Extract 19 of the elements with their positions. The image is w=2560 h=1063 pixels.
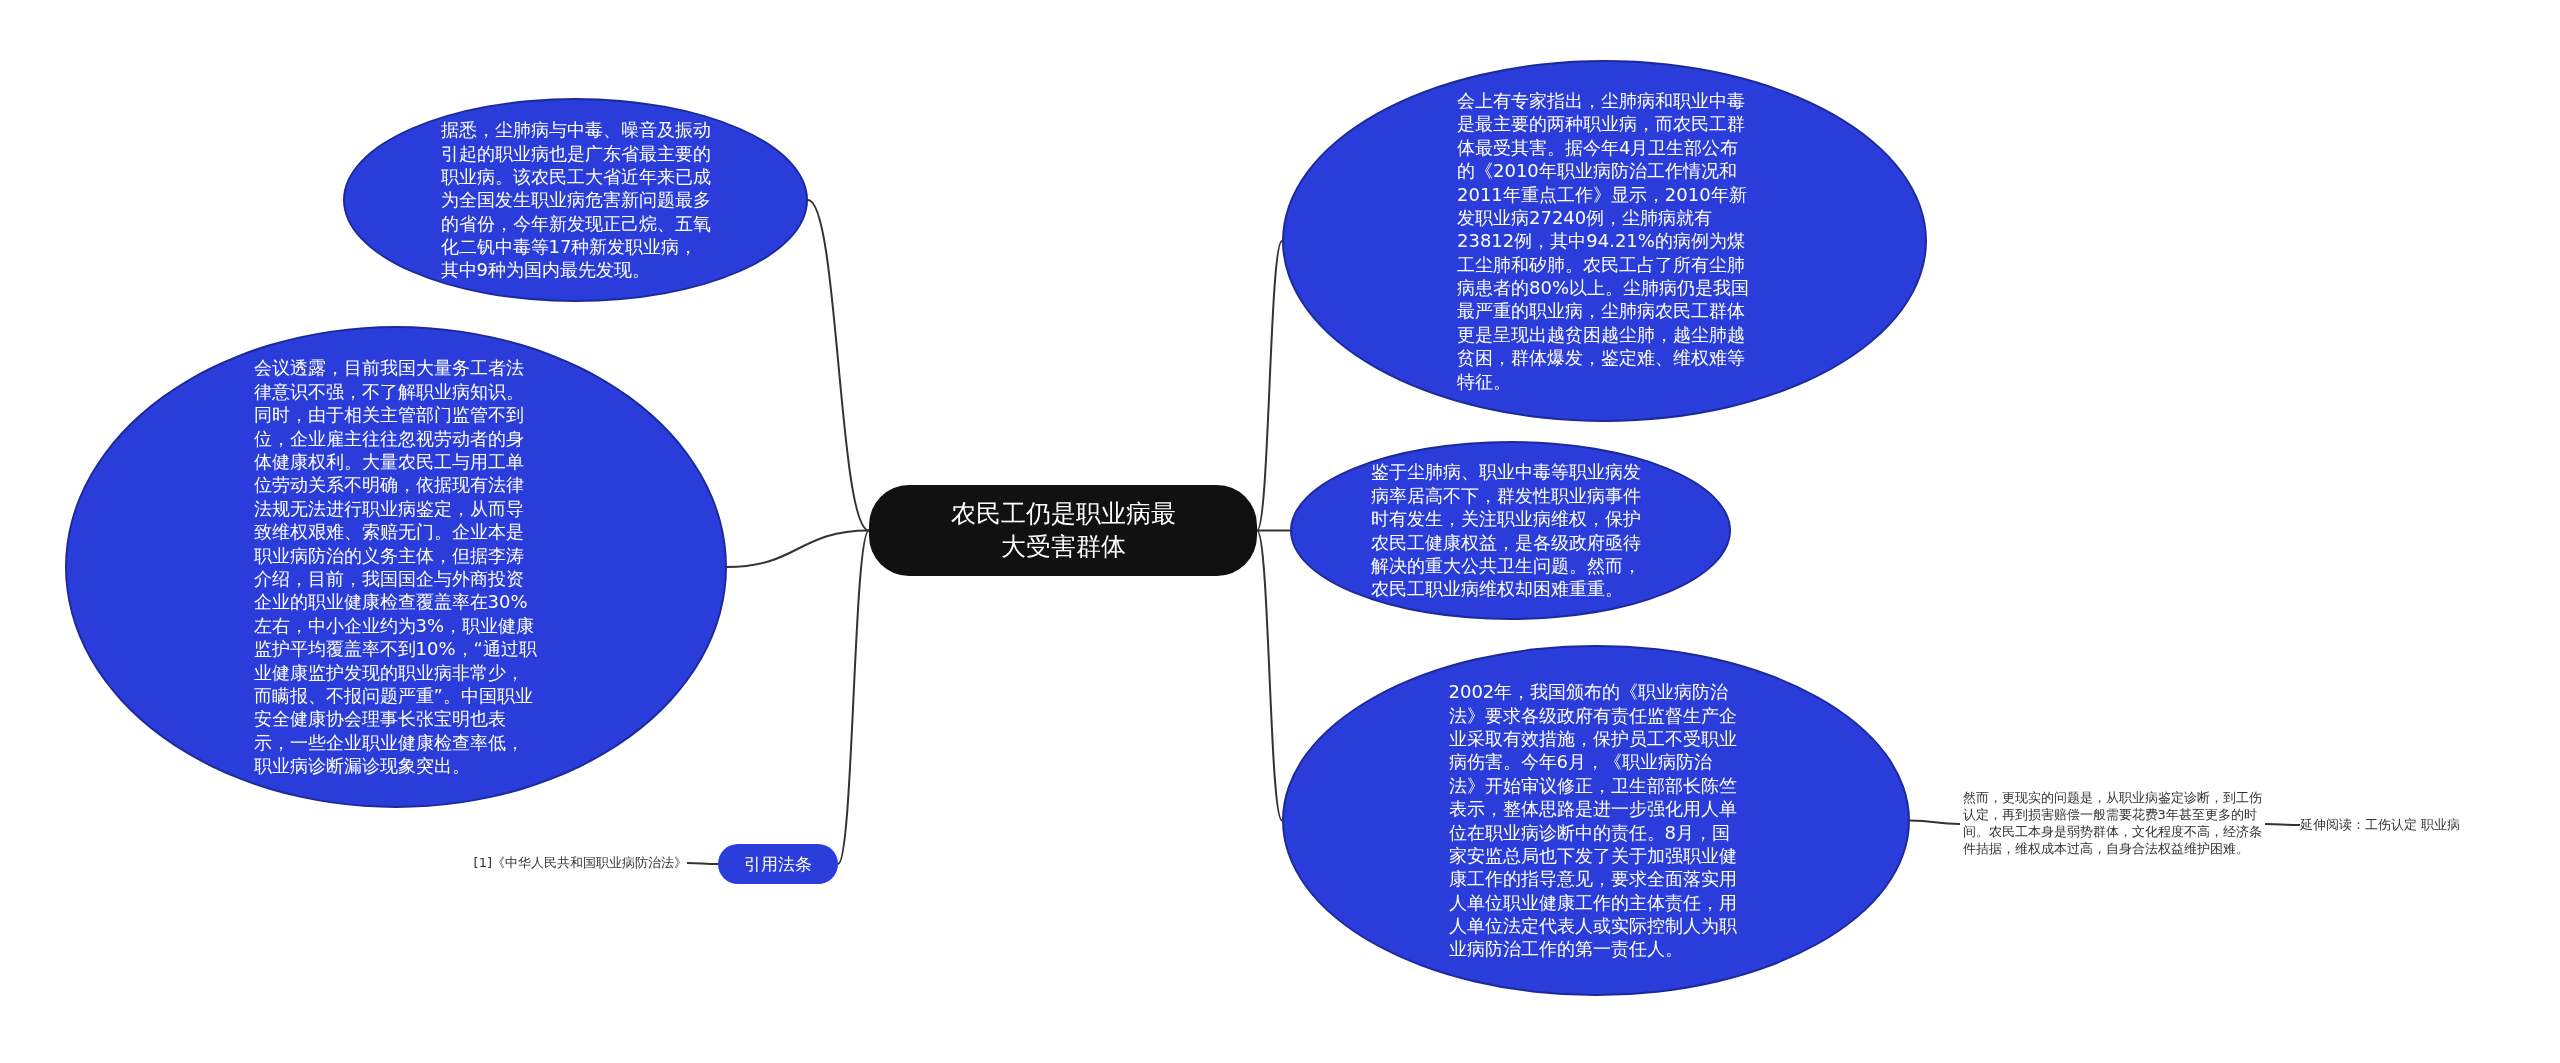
topic-pill: 引用法条	[718, 844, 838, 884]
topic-bubble: 2002年，我国颁布的《职业病防治法》要求各级政府有责任监督生产企业采取有效措施，保护员工不受职业病伤害。今年6月，《职业病防治法》开始审议修正，卫生部部长陈竺表示，整体思路是进一步强化用人单位在职业病诊断中的责任。8月，国家安监总局也下发了关于加强职业健康工作的指导意见，要求全面落实用人单位职业健康工作的主体责任，用人单位法定代表人或实际控制人为职业病防治工作的第一责任人。	[1282, 645, 1910, 996]
topic-bubble: 会议透露，目前我国大量务工者法律意识不强，不了解职业病知识。同时，由于相关主管部门监管不到位，企业雇主往往忽视劳动者的身体健康权利。大量农民工与用工单位劳动关系不明确，依据现有法律法规无法进行职业病鉴定，从而导致维权艰难、索赔无门。企业本是职业病防治的义务主体，但据李涛介绍，目前，我国国企与外商投资企业的职业健康检查覆盖率在30%左右，中小企业约为3%，职业健康监护平均覆盖率不到10%，“通过职业健康监护发现的职业病非常少，而瞒报、不报问题严重”。中国职业安全健康协会理事长张宝明也表示，一些企业职业健康检查率低，职业病诊断漏诊现象突出。	[65, 326, 727, 808]
topic-bubble: 鉴于尘肺病、职业中毒等职业病发病率居高不下，群发性职业病事件时有发生，关注职业病维权，保护农民工健康权益，是各级政府亟待解决的重大公共卫生问题。然而，农民工职业病维权却困难重重。	[1290, 441, 1731, 620]
topic-bubble: 据悉，尘肺病与中毒、噪音及振动引起的职业病也是广东省最主要的职业病。该农民工大省近年来已成为全国发生职业病危害新问题最多的省份，今年新发现正己烷、五氧化二钒中毒等17种新发职业病，其中9种为国内最先发现。	[343, 98, 808, 302]
connector-line	[1909, 819, 1961, 825]
connector-line	[1256, 529, 1283, 822]
connector-line	[807, 199, 870, 532]
connector-line	[1256, 529, 1291, 532]
text-note: [1]《中华人民共和国职业病防治法》	[425, 848, 687, 878]
text-note: 延伸阅读：工伤认定 职业病	[2300, 810, 2505, 840]
central-topic: 农民工仍是职业病最大受害群体	[869, 485, 1257, 576]
connector-line	[1256, 240, 1283, 532]
text-note: 然而，更现实的问题是，从职业病鉴定诊断，到工伤认定，再到损害赔偿一般需要花费3年甚至更多的时间。农民工本身是弱势群体，文化程度不高，经济条件拮据，维权成本过高，自身合法权益维护困难。	[1960, 772, 2265, 876]
connector-line	[686, 862, 719, 865]
connector-line	[2264, 823, 2301, 826]
connector-line	[726, 529, 870, 568]
topic-bubble: 会上有专家指出，尘肺病和职业中毒是最主要的两种职业病，而农民工群体最受其害。据今年4月卫生部公布的《2010年职业病防治工作情况和2011年重点工作》显示，2010年新发职业病27240例，尘肺病就有23812例，其中94.21%的病例为煤工尘肺和矽肺。农民工占了所有尘肺病患者的80%以上。尘肺病仍是我国最严重的职业病，尘肺病农民工群体更是呈现出越贫困越尘肺，越尘肺越贫困，群体爆发，鉴定难、维权难等特征。	[1282, 60, 1927, 422]
connector-line	[837, 529, 870, 865]
